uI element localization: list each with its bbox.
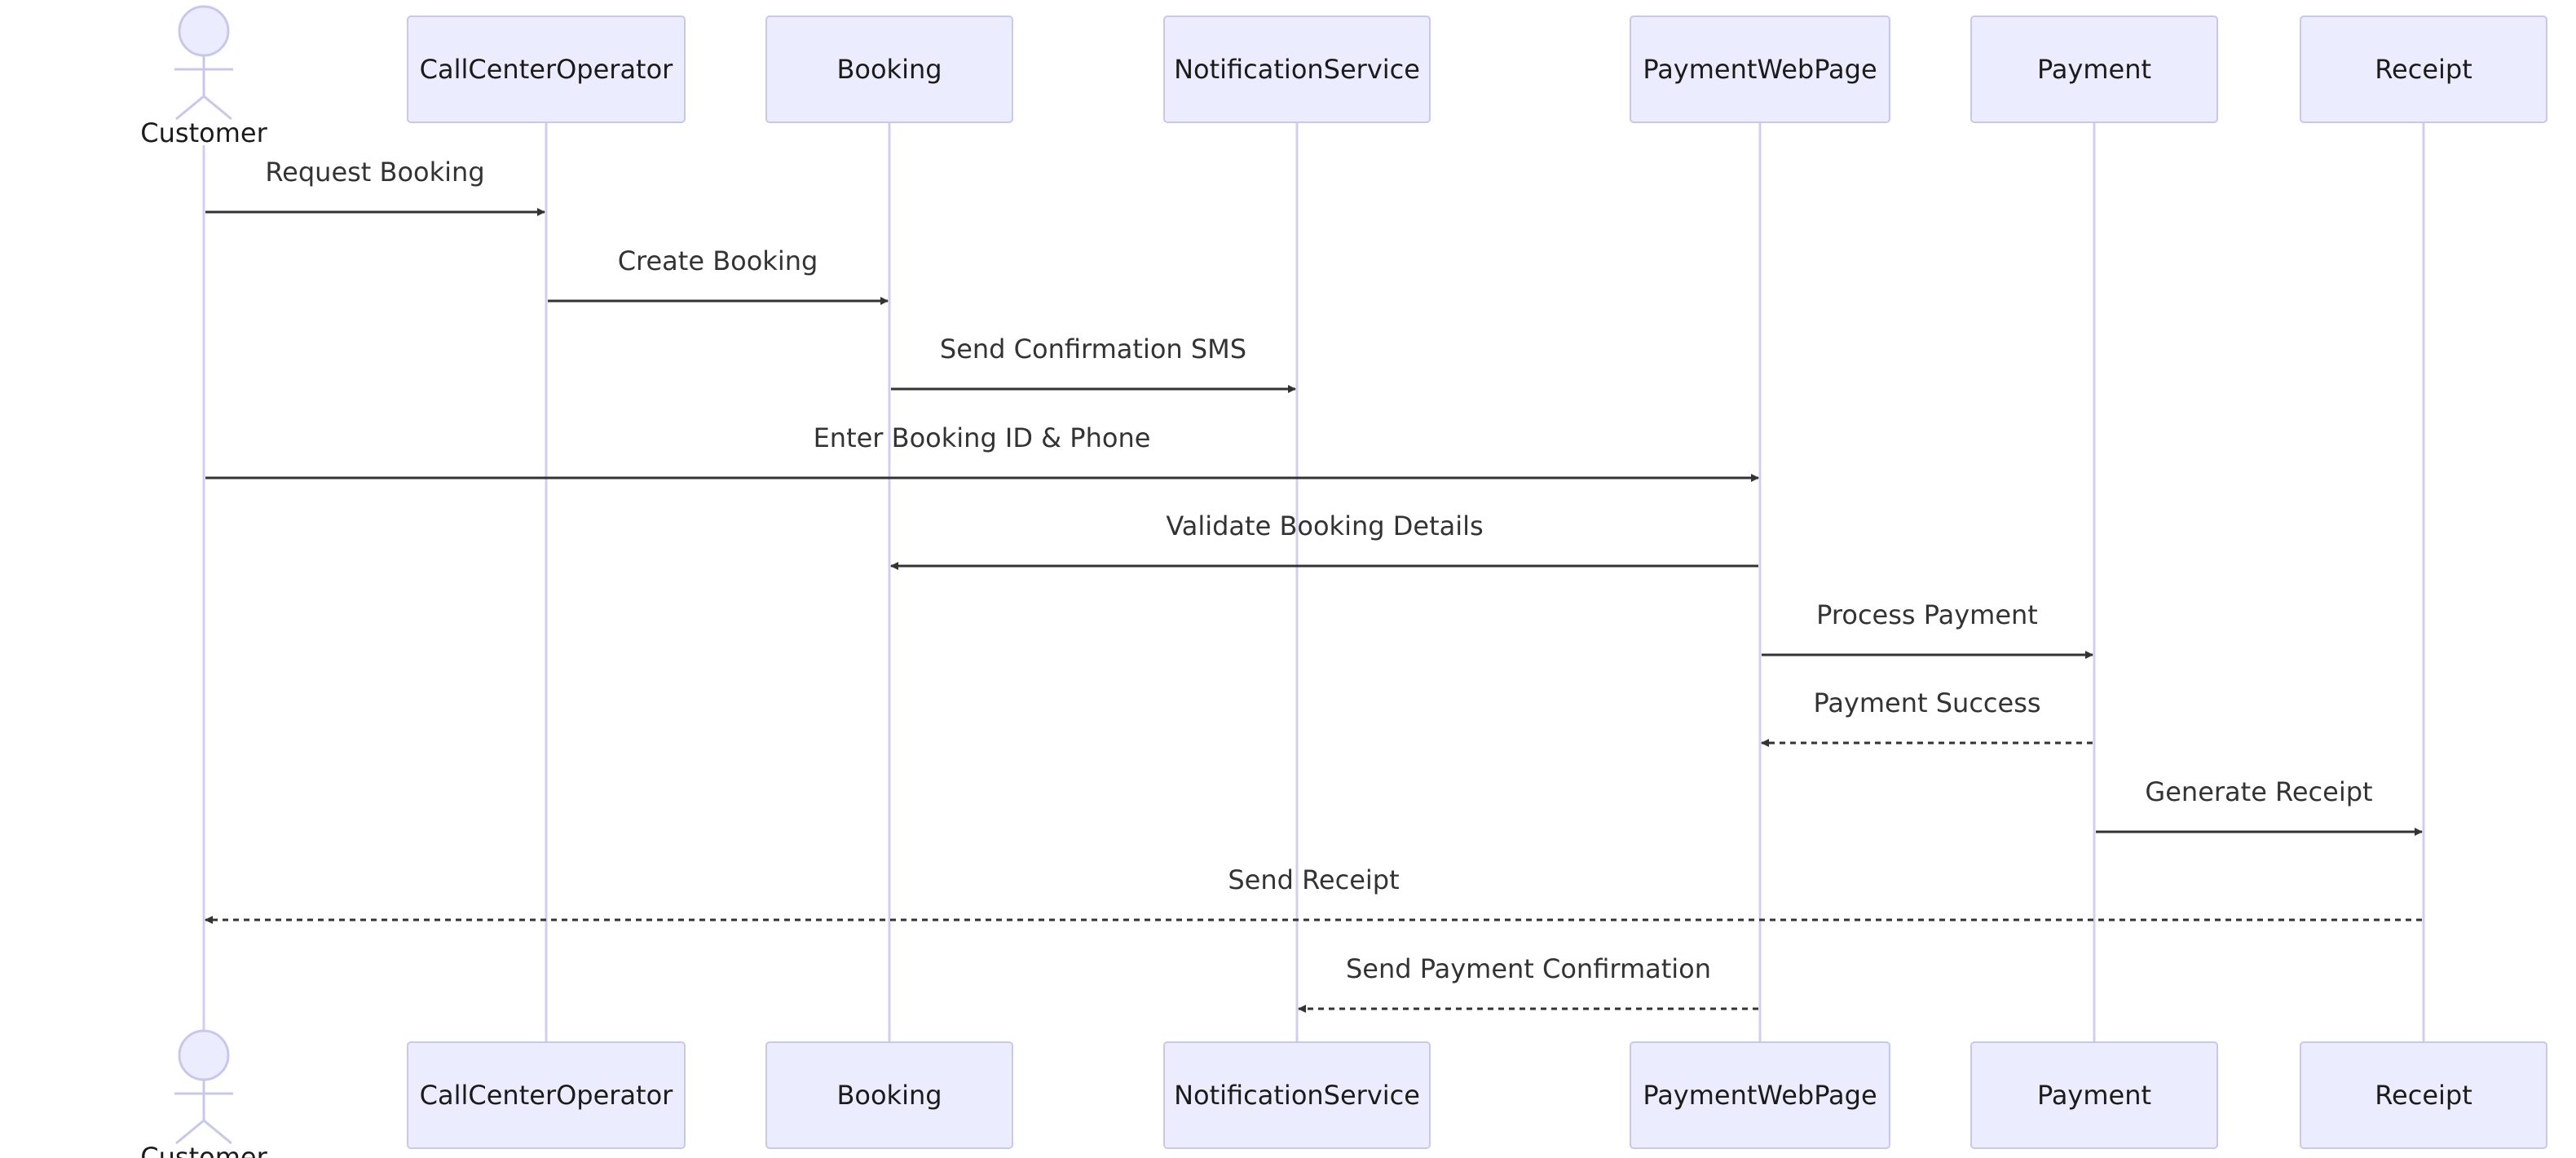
actor-label: Customer <box>140 117 267 148</box>
message-label: Process Payment <box>1816 599 2038 630</box>
message-send-payment-confirmation: Send Payment Confirmation <box>1298 953 1758 1013</box>
participant-box <box>2300 1041 2547 1149</box>
participant-notificationservice-top: NotificationService <box>1163 15 1431 123</box>
actor-stick-figure-icon <box>174 5 233 121</box>
participant-box <box>407 15 686 123</box>
message-label: Send Payment Confirmation <box>1346 953 1711 984</box>
participant-payment-top: Payment <box>1970 15 2218 123</box>
participant-label: Receipt <box>2375 1080 2472 1111</box>
message-label: Generate Receipt <box>2145 776 2372 807</box>
participant-label: CallCenterOperator <box>420 54 674 85</box>
message-generate-receipt: Generate Receipt <box>2096 776 2423 836</box>
message-payment-success: Payment Success <box>1761 687 2093 747</box>
participant-box <box>1163 1041 1431 1149</box>
participant-label: Receipt <box>2375 54 2472 85</box>
participant-box <box>765 15 1013 123</box>
participant-receipt-bottom: Receipt <box>2300 1041 2547 1149</box>
message-label: Send Receipt <box>1228 864 1399 895</box>
message-validate-booking-details: Validate Booking Details <box>890 510 1758 570</box>
actor-bottom: Customer <box>140 1029 268 1158</box>
message-enter-booking-id-phone: Enter Booking ID & Phone <box>205 422 1759 482</box>
message-create-booking: Create Booking <box>548 245 889 305</box>
message-process-payment: Process Payment <box>1762 599 2093 659</box>
participant-paymentwebpage-top: PaymentWebPage <box>1630 15 1890 123</box>
message-label: Validate Booking Details <box>1166 510 1483 541</box>
message-label: Request Booking <box>265 157 484 188</box>
participant-callcenteroperator-bottom: CallCenterOperator <box>407 1041 686 1149</box>
message-send-confirmation-sms: Send Confirmation SMS <box>891 334 1296 393</box>
participant-box <box>407 1041 686 1149</box>
message-label: Create Booking <box>618 245 818 276</box>
message-request-booking: Request Booking <box>205 157 545 216</box>
participant-notificationservice-bottom: NotificationService <box>1163 1041 1431 1149</box>
participant-booking-bottom: Booking <box>765 1041 1013 1149</box>
message-send-receipt: Send Receipt <box>205 864 2422 924</box>
actor-top: Customer <box>140 5 268 148</box>
participant-label: PaymentWebPage <box>1643 54 1877 85</box>
participants-bottom: Customer CallCenterOperator Booking Notific… <box>140 1029 2547 1158</box>
participant-receipt-top: Receipt <box>2300 15 2547 123</box>
message-label: Send Confirmation SMS <box>940 334 1246 365</box>
participant-label: CallCenterOperator <box>420 1080 674 1111</box>
participant-label: NotificationService <box>1174 1080 1420 1111</box>
participant-label: Booking <box>836 54 942 85</box>
actor-label: Customer <box>140 1142 267 1158</box>
message-label: Enter Booking ID & Phone <box>814 422 1151 453</box>
participant-box <box>2300 15 2547 123</box>
participant-payment-bottom: Payment <box>1970 1041 2218 1149</box>
participant-callcenteroperator-top: CallCenterOperator <box>407 15 686 123</box>
actor-stick-figure-icon <box>174 1029 233 1145</box>
participants-top: Customer CallCenterOperator Booking Notific… <box>140 5 2547 148</box>
participant-box <box>1970 15 2218 123</box>
message-label: Payment Success <box>1813 687 2040 718</box>
lifelines <box>202 122 2425 1042</box>
participant-box <box>765 1041 1013 1149</box>
participant-booking-top: Booking <box>765 15 1013 123</box>
participant-paymentwebpage-bottom: PaymentWebPage <box>1630 1041 1890 1149</box>
participant-label: Payment <box>2037 54 2151 85</box>
participant-label: NotificationService <box>1174 54 1420 85</box>
participant-label: Payment <box>2037 1080 2151 1111</box>
participant-label: Booking <box>836 1080 942 1111</box>
participant-label: PaymentWebPage <box>1643 1080 1877 1111</box>
participant-box <box>1970 1041 2218 1149</box>
participant-box <box>1163 15 1431 123</box>
participant-box <box>1630 1041 1890 1149</box>
participant-box <box>1630 15 1890 123</box>
